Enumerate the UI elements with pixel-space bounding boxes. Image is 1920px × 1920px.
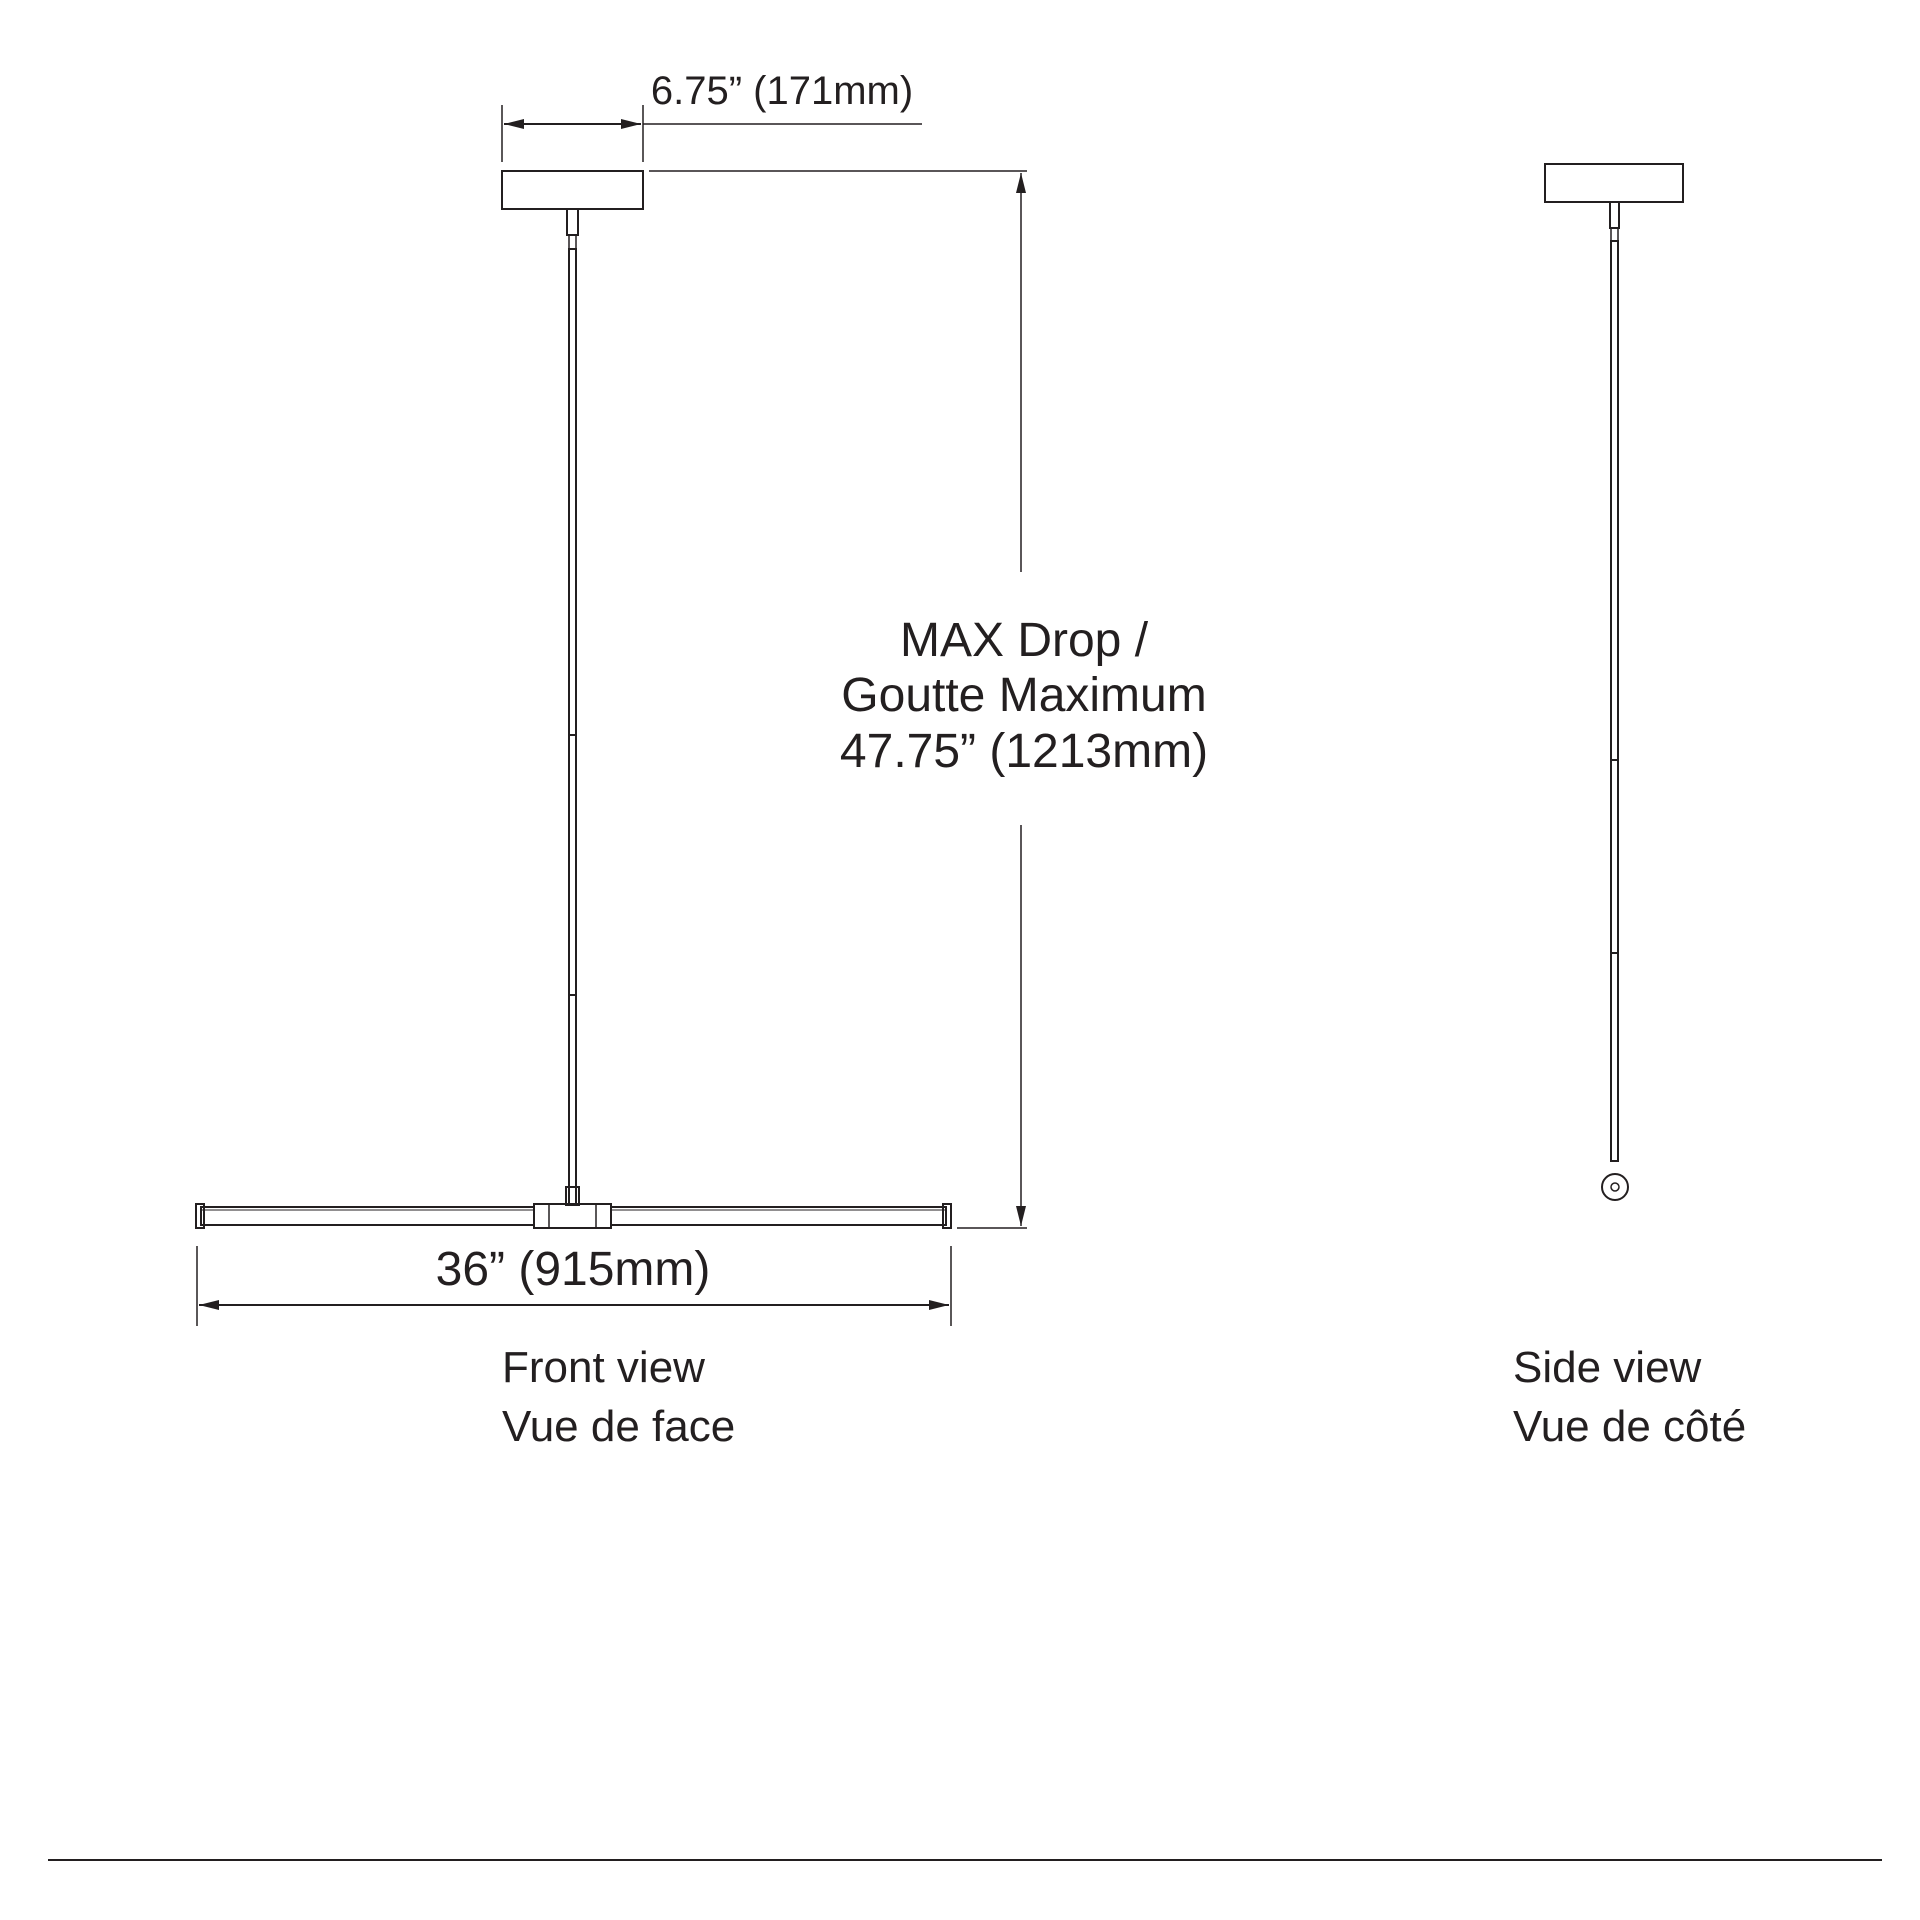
front-end-cap-left xyxy=(195,1203,205,1229)
canopy-width-dimension: 6.75” (171mm) xyxy=(501,69,922,162)
front-stem-collar xyxy=(568,234,577,250)
side-light-bar-profile xyxy=(1601,1173,1629,1201)
side-view-subtitle: Vue de côté xyxy=(1513,1402,1746,1451)
front-view-subtitle: Vue de face xyxy=(502,1402,735,1451)
side-view-title: Side view xyxy=(1513,1343,1702,1392)
front-view-drawing xyxy=(195,170,952,1229)
front-tee-hub xyxy=(533,1203,612,1229)
side-canopy xyxy=(1544,163,1684,203)
front-canopy-connector xyxy=(566,208,579,236)
side-view-drawing xyxy=(1544,163,1684,1201)
overall-width-label: 36” (915mm) xyxy=(436,1243,711,1296)
canopy-width-label: 6.75” (171mm) xyxy=(651,69,913,113)
side-stem xyxy=(1610,240,1619,1162)
max-drop-label-line3: 47.75” (1213mm) xyxy=(840,725,1208,778)
max-drop-label-line1: MAX Drop / xyxy=(900,614,1149,667)
front-light-bar-left xyxy=(200,1206,535,1226)
max-drop-label-line2: Goutte Maximum xyxy=(841,669,1206,722)
front-tee-neck xyxy=(565,1186,580,1206)
front-stem xyxy=(568,248,577,1206)
side-stem-collar xyxy=(1610,227,1619,242)
front-end-cap-right xyxy=(942,1203,952,1229)
side-light-bar-core xyxy=(1610,1182,1620,1192)
front-view-title: Front view xyxy=(502,1343,705,1392)
side-canopy-connector xyxy=(1609,201,1620,229)
overall-width-dimension: 36” (915mm) xyxy=(196,1243,952,1326)
max-drop-dimension: MAX Drop / Goutte Maximum 47.75” (1213mm… xyxy=(649,170,1208,1229)
front-canopy xyxy=(501,170,644,210)
front-light-bar-right xyxy=(610,1206,947,1226)
